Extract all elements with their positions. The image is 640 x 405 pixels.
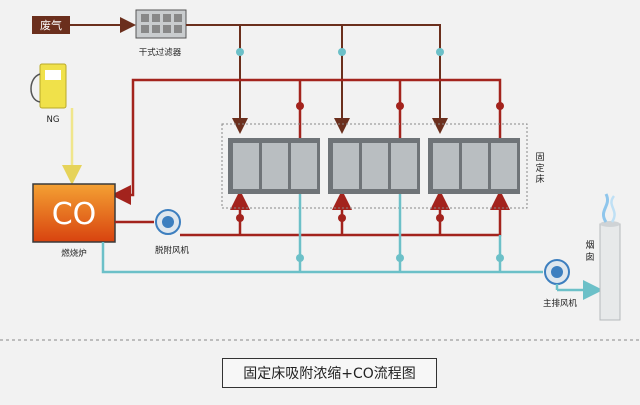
clean-main-line xyxy=(101,242,543,274)
chimney-label-2: 囱 xyxy=(585,251,594,263)
waste-gas-tag xyxy=(32,16,70,34)
ng-label: NG xyxy=(47,115,60,125)
valve-icon xyxy=(236,48,444,56)
waste-gas-label: 废气 xyxy=(40,18,62,32)
hot-return-line xyxy=(111,78,502,205)
valve-icon xyxy=(236,102,504,222)
chimney-icon xyxy=(599,193,621,321)
exhaust-main-line xyxy=(186,24,448,134)
valve-icon xyxy=(296,254,504,262)
co-furnace xyxy=(32,183,116,243)
chimney-label-1: 烟 xyxy=(585,239,594,251)
co-label: CO xyxy=(52,197,97,232)
fixed-bed-3 xyxy=(428,138,520,194)
dry-filter-label: 干式过滤器 xyxy=(139,47,182,58)
furnace-label: 燃烧炉 xyxy=(61,248,87,259)
diagram-caption: 固定床吸附浓缩+CO流程图 xyxy=(222,358,437,388)
filter-icon xyxy=(135,9,187,39)
caption-text: 固定床吸附浓缩+CO流程图 xyxy=(243,366,416,382)
fixed-bed-2 xyxy=(328,138,420,194)
desorption-fan-label: 脱附风机 xyxy=(155,245,190,256)
fixed-bed-label-3: 床 xyxy=(535,173,544,185)
fixed-bed-label-1: 固 xyxy=(535,152,544,163)
fan-icon xyxy=(155,209,181,235)
fan-icon xyxy=(544,259,570,285)
fixed-bed-frame xyxy=(221,123,528,209)
gas-pump-icon xyxy=(30,63,67,109)
fixed-bed-label-2: 定 xyxy=(535,162,544,174)
fixed-bed-1 xyxy=(228,138,320,194)
main-fan-label: 主排风机 xyxy=(543,298,578,309)
